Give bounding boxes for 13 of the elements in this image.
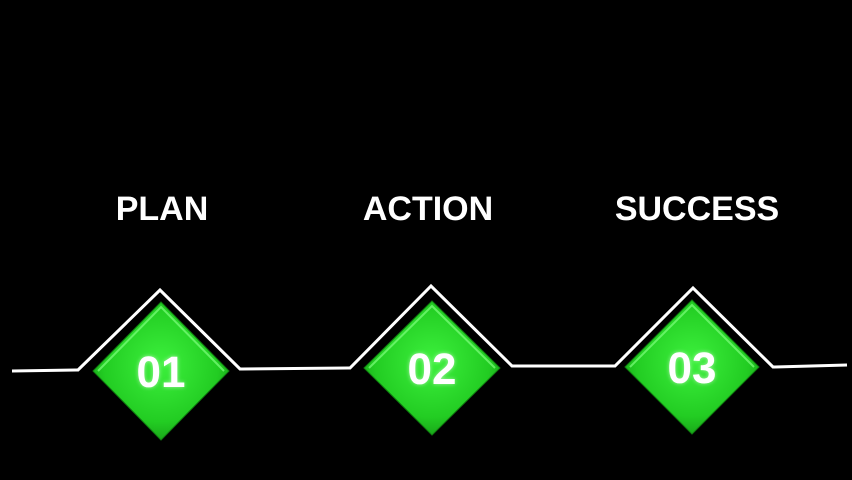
step-heading: ACTION [362,192,494,226]
step-number: 03 [668,347,716,391]
connector-line [242,366,348,370]
diamond-badge [613,285,775,435]
connector-line [514,364,613,368]
step-heading: SUCCESS [614,192,780,226]
connector-line [12,368,76,372]
diamond-badge [348,283,514,436]
step-heading: PLAN [116,192,208,226]
step-number: 02 [408,348,456,392]
diamond-badge [76,287,242,441]
step-number: 01 [136,351,186,395]
connector-line [774,364,848,368]
